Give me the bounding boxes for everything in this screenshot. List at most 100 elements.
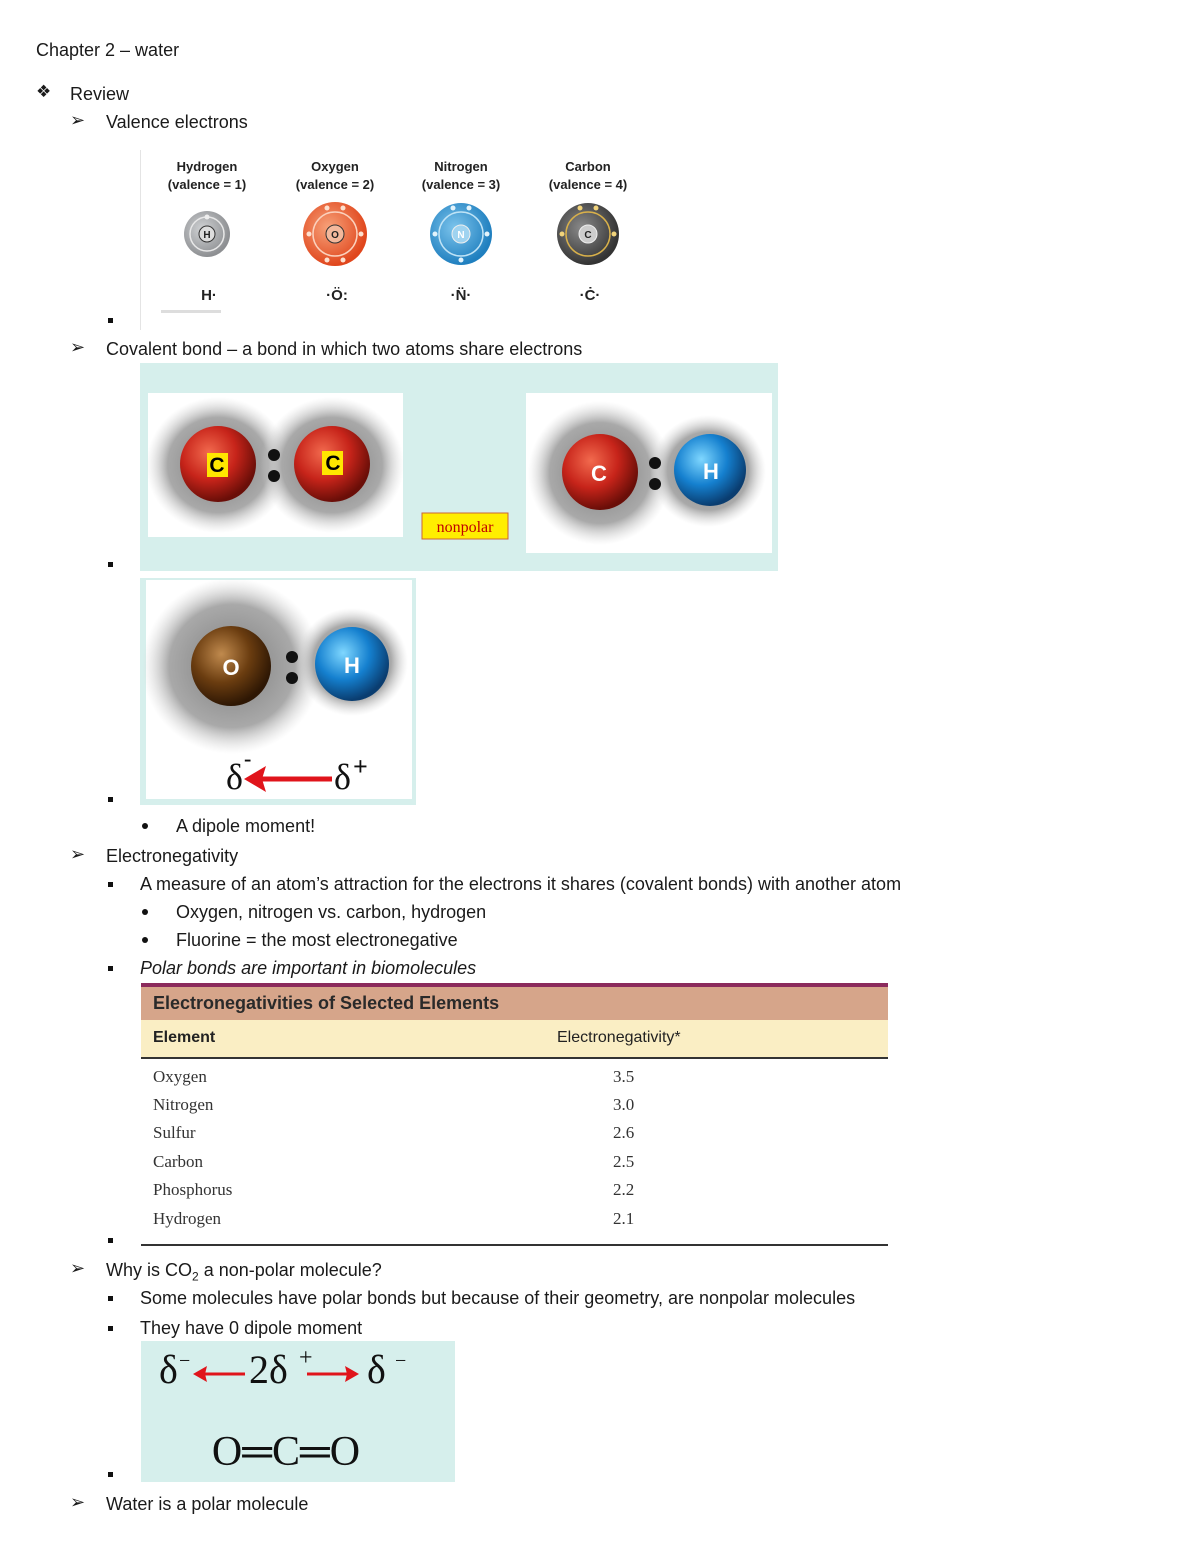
hydrogen-symbol: H — [203, 230, 210, 241]
table-header-row: Element Electronegativity* — [141, 1020, 888, 1059]
oxygen-lewis: ·Ö: — [326, 287, 348, 304]
ch-molecule-icon: C H — [528, 401, 766, 545]
covalent-bond-heading: Covalent bond – a bond in which two atom… — [106, 339, 583, 359]
covalent-bond-figure: C C nonpolar C H — [140, 363, 778, 571]
oh-atom-h-label: H — [344, 653, 360, 678]
value-cell: 2.2 — [613, 1180, 635, 1199]
co2-dipole-figure: δ − 2δ + δ − O═C═O — [141, 1341, 455, 1482]
square-bullet-icon — [108, 797, 113, 802]
valence-electrons-figure: Hydrogen (valence = 1) Oxygen (valence =… — [140, 150, 651, 330]
arrow-bullet-icon: ➢ — [70, 337, 86, 357]
value-cell: 2.1 — [613, 1209, 635, 1228]
table-row: Carbon — [153, 1152, 203, 1172]
carbon-atom-icon: C — [557, 203, 619, 265]
nitrogen-atom-icon: N — [430, 203, 492, 265]
co2-minus-right: − — [395, 1350, 406, 1372]
nitrogen-symbol: N — [457, 230, 464, 241]
hydrogen-atom-icon: H — [184, 211, 230, 257]
co2-question: Why is CO2 a non-polar molecule? — [106, 1260, 382, 1284]
square-bullet-icon — [108, 882, 113, 887]
square-bullet-icon — [108, 1472, 113, 1477]
round-bullet-icon — [142, 909, 148, 915]
delta-plus-symbol: δ — [334, 757, 351, 797]
co2-figure-svg: δ − 2δ + δ − O═C═O — [159, 1345, 406, 1475]
co2-left-arrow-icon — [193, 1366, 245, 1382]
co2-minus-left: − — [179, 1350, 190, 1372]
ch-atom-c-label: C — [591, 461, 607, 486]
carbon-valence: (valence = 4) — [549, 177, 627, 192]
electronegativity-table: Electronegativities of Selected Elements… — [141, 983, 888, 1246]
oh-figure-svg: O H δ - δ + — [142, 578, 412, 799]
covalent-figure-svg: C C nonpolar C H — [146, 393, 772, 553]
co2-point2-text: They have 0 dipole moment — [140, 1318, 363, 1338]
water-polar-text: Water is a polar molecule — [106, 1494, 309, 1514]
round-bullet-icon — [142, 823, 148, 829]
co2-delta-right: δ — [367, 1347, 386, 1392]
table-row: Oxygen — [153, 1067, 207, 1087]
co2-structure: O═C═O — [212, 1429, 360, 1475]
en-example1-text: Oxygen, nitrogen vs. carbon, hydrogen — [176, 902, 487, 922]
nitrogen-valence: (valence = 3) — [422, 177, 500, 192]
carbon-lewis: ·Ċ· — [580, 287, 601, 304]
square-bullet-icon — [108, 1238, 113, 1243]
electronegativity-heading: Electronegativity — [106, 846, 239, 866]
element-cell: Phosphorus — [153, 1180, 233, 1199]
element-cell: Hydrogen — [153, 1209, 221, 1228]
nitrogen-lewis: ·N̈· — [451, 287, 472, 304]
square-bullet-icon — [108, 562, 113, 567]
oh-atom-o-label: O — [222, 655, 239, 680]
value-cell: 3.5 — [613, 1067, 635, 1086]
carbon-symbol: C — [584, 230, 591, 241]
table-row: Hydrogen — [153, 1209, 221, 1229]
chapter-title: Chapter 2 – water — [36, 40, 180, 60]
element-cell: Carbon — [153, 1152, 204, 1171]
diamond-bullet-icon: ❖ — [36, 82, 52, 101]
square-bullet-icon — [108, 1326, 113, 1331]
co2-question-prefix: Why is CO — [106, 1260, 193, 1280]
polar-bonds-text: Polar bonds are important in biomolecule… — [140, 958, 477, 978]
element-cell: Oxygen — [153, 1067, 207, 1086]
co2-subscript: 2 — [192, 1269, 199, 1284]
nonpolar-badge — [421, 512, 509, 540]
co2-question-suffix: a non-polar molecule? — [198, 1260, 382, 1280]
co2-point1-text: Some molecules have polar bonds but beca… — [140, 1288, 856, 1308]
value-cell: 2.5 — [613, 1152, 635, 1171]
en-definition-text: A measure of an atom’s attraction for th… — [140, 874, 902, 894]
oh-molecule-icon: O H — [142, 578, 408, 754]
table-body: Oxygen 3.5 Nitrogen 3.0 Sulfur 2.6 Carbo… — [141, 1059, 888, 1246]
co2-right-arrow-icon — [307, 1366, 359, 1382]
table-row: Phosphorus — [153, 1180, 232, 1200]
table-title: Electronegativities of Selected Elements — [141, 987, 888, 1020]
column-header-element: Element — [153, 1029, 216, 1046]
element-cell: Sulfur — [153, 1123, 196, 1142]
oxygen-symbol: O — [331, 230, 339, 241]
delta-minus-sign: - — [244, 746, 251, 771]
square-bullet-icon — [108, 1296, 113, 1301]
cc-atom-right-label: C — [325, 452, 340, 475]
review-heading: Review — [70, 84, 130, 104]
co2-delta-left: δ — [159, 1347, 178, 1392]
oh-dipole-figure: O H δ - δ + — [140, 578, 416, 805]
arrow-bullet-icon: ➢ — [70, 110, 86, 130]
oxygen-name: Oxygen — [311, 159, 359, 174]
oxygen-atom-icon: O — [303, 202, 367, 266]
square-bullet-icon — [108, 966, 113, 971]
arrow-bullet-icon: ➢ — [70, 1258, 86, 1278]
table-row: Nitrogen — [153, 1095, 213, 1115]
copyright-mark — [161, 310, 221, 313]
ch-atom-h-label: H — [703, 459, 719, 484]
table-top-rule — [141, 983, 888, 987]
nonpolar-label: nonpolar — [437, 519, 495, 536]
delta-minus-symbol: δ — [226, 757, 243, 797]
square-bullet-icon — [108, 318, 113, 323]
carbon-name: Carbon — [565, 159, 611, 174]
arrow-bullet-icon: ➢ — [70, 1492, 86, 1512]
valence-figure-svg: Hydrogen (valence = 1) Oxygen (valence =… — [161, 159, 627, 313]
co2-delta-center: 2δ — [249, 1347, 288, 1392]
round-bullet-icon — [142, 937, 148, 943]
dipole-moment-text: A dipole moment! — [176, 816, 316, 836]
delta-plus-sign: + — [353, 752, 368, 781]
arrow-bullet-icon: ➢ — [70, 844, 86, 864]
value-cell: 3.0 — [613, 1095, 635, 1114]
hydrogen-name: Hydrogen — [177, 159, 238, 174]
